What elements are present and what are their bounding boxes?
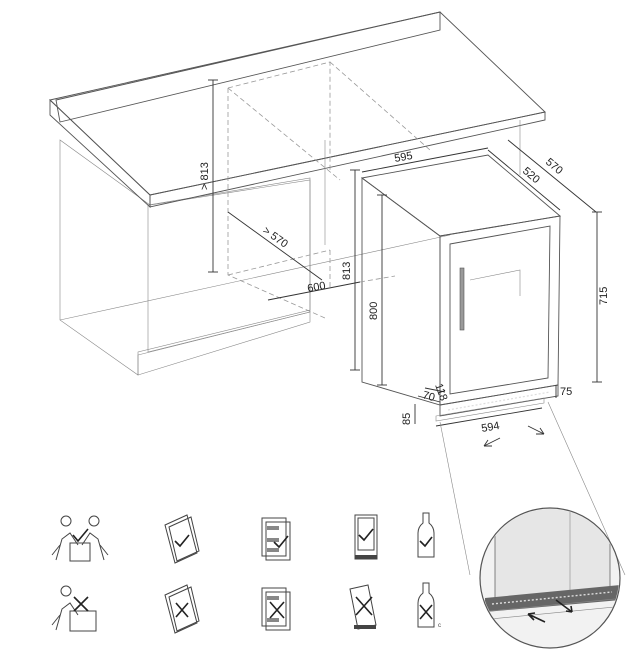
leaflet-check-icon — [261, 517, 291, 561]
dim-depth-body: 520 — [520, 165, 542, 186]
dim-base-75: 75 — [560, 386, 572, 398]
dim-appliance-height: 800 — [368, 302, 380, 320]
dim-niche-width: 600 — [306, 280, 326, 295]
small-mark-label: c — [438, 623, 441, 629]
dim-plinth-70: 70 — [421, 389, 436, 404]
bottle-cross-icon: c — [417, 582, 441, 629]
kitchen-counter — [49, 11, 546, 376]
dim-plinth-85: 85 — [401, 413, 413, 425]
door-check-icon — [354, 514, 378, 560]
leaflet-cross-icon — [261, 587, 291, 631]
door-cross-icon — [349, 584, 377, 630]
dim-niche-height: 813 — [341, 262, 353, 280]
dim-base-width: 594 — [480, 420, 500, 435]
dim-depth-total: 570 — [543, 156, 565, 177]
dim-appliance-width: 595 — [393, 150, 413, 165]
manual-check-icon — [164, 514, 200, 564]
dim-plinth-118: 118 — [432, 382, 449, 403]
one-person-lift-icon — [51, 585, 97, 632]
bottle-check-icon — [417, 512, 435, 558]
niche-outline — [227, 61, 431, 319]
dim-cabinet-height: 715 — [598, 287, 610, 305]
dimension-lines — [208, 79, 626, 576]
two-person-lift-icon — [51, 515, 109, 562]
dim-counter-height: > 813 — [199, 162, 211, 190]
ventilation-detail-zoom — [479, 507, 621, 649]
wine-cooler — [360, 154, 562, 422]
manual-cross-icon — [164, 584, 200, 634]
